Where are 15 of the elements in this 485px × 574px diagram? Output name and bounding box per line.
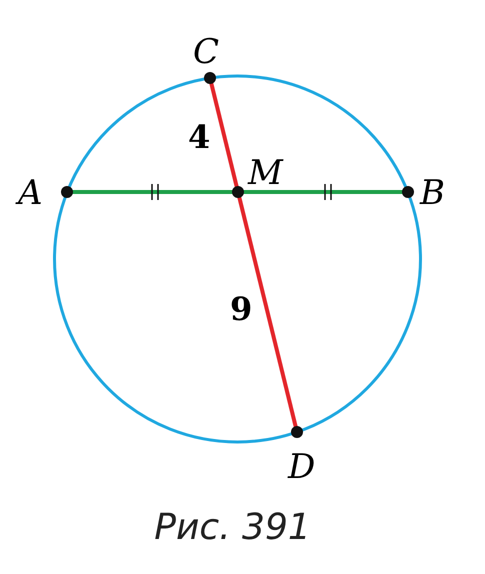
point-label: M	[248, 156, 283, 190]
line-segment	[243, 190, 403, 194]
line-segment	[237, 196, 298, 428]
point-label: B	[420, 176, 445, 210]
point-label: D	[288, 450, 316, 484]
point-dot	[232, 186, 244, 198]
point-dot	[61, 186, 73, 198]
figure-caption: Рис. 391	[153, 508, 312, 548]
point-label: A	[18, 176, 43, 210]
point-dot	[291, 426, 303, 438]
line-segment	[72, 190, 233, 194]
point-label: C	[193, 35, 220, 69]
point-dot	[204, 72, 216, 84]
point-dot	[402, 186, 414, 198]
line-segment	[209, 82, 239, 188]
